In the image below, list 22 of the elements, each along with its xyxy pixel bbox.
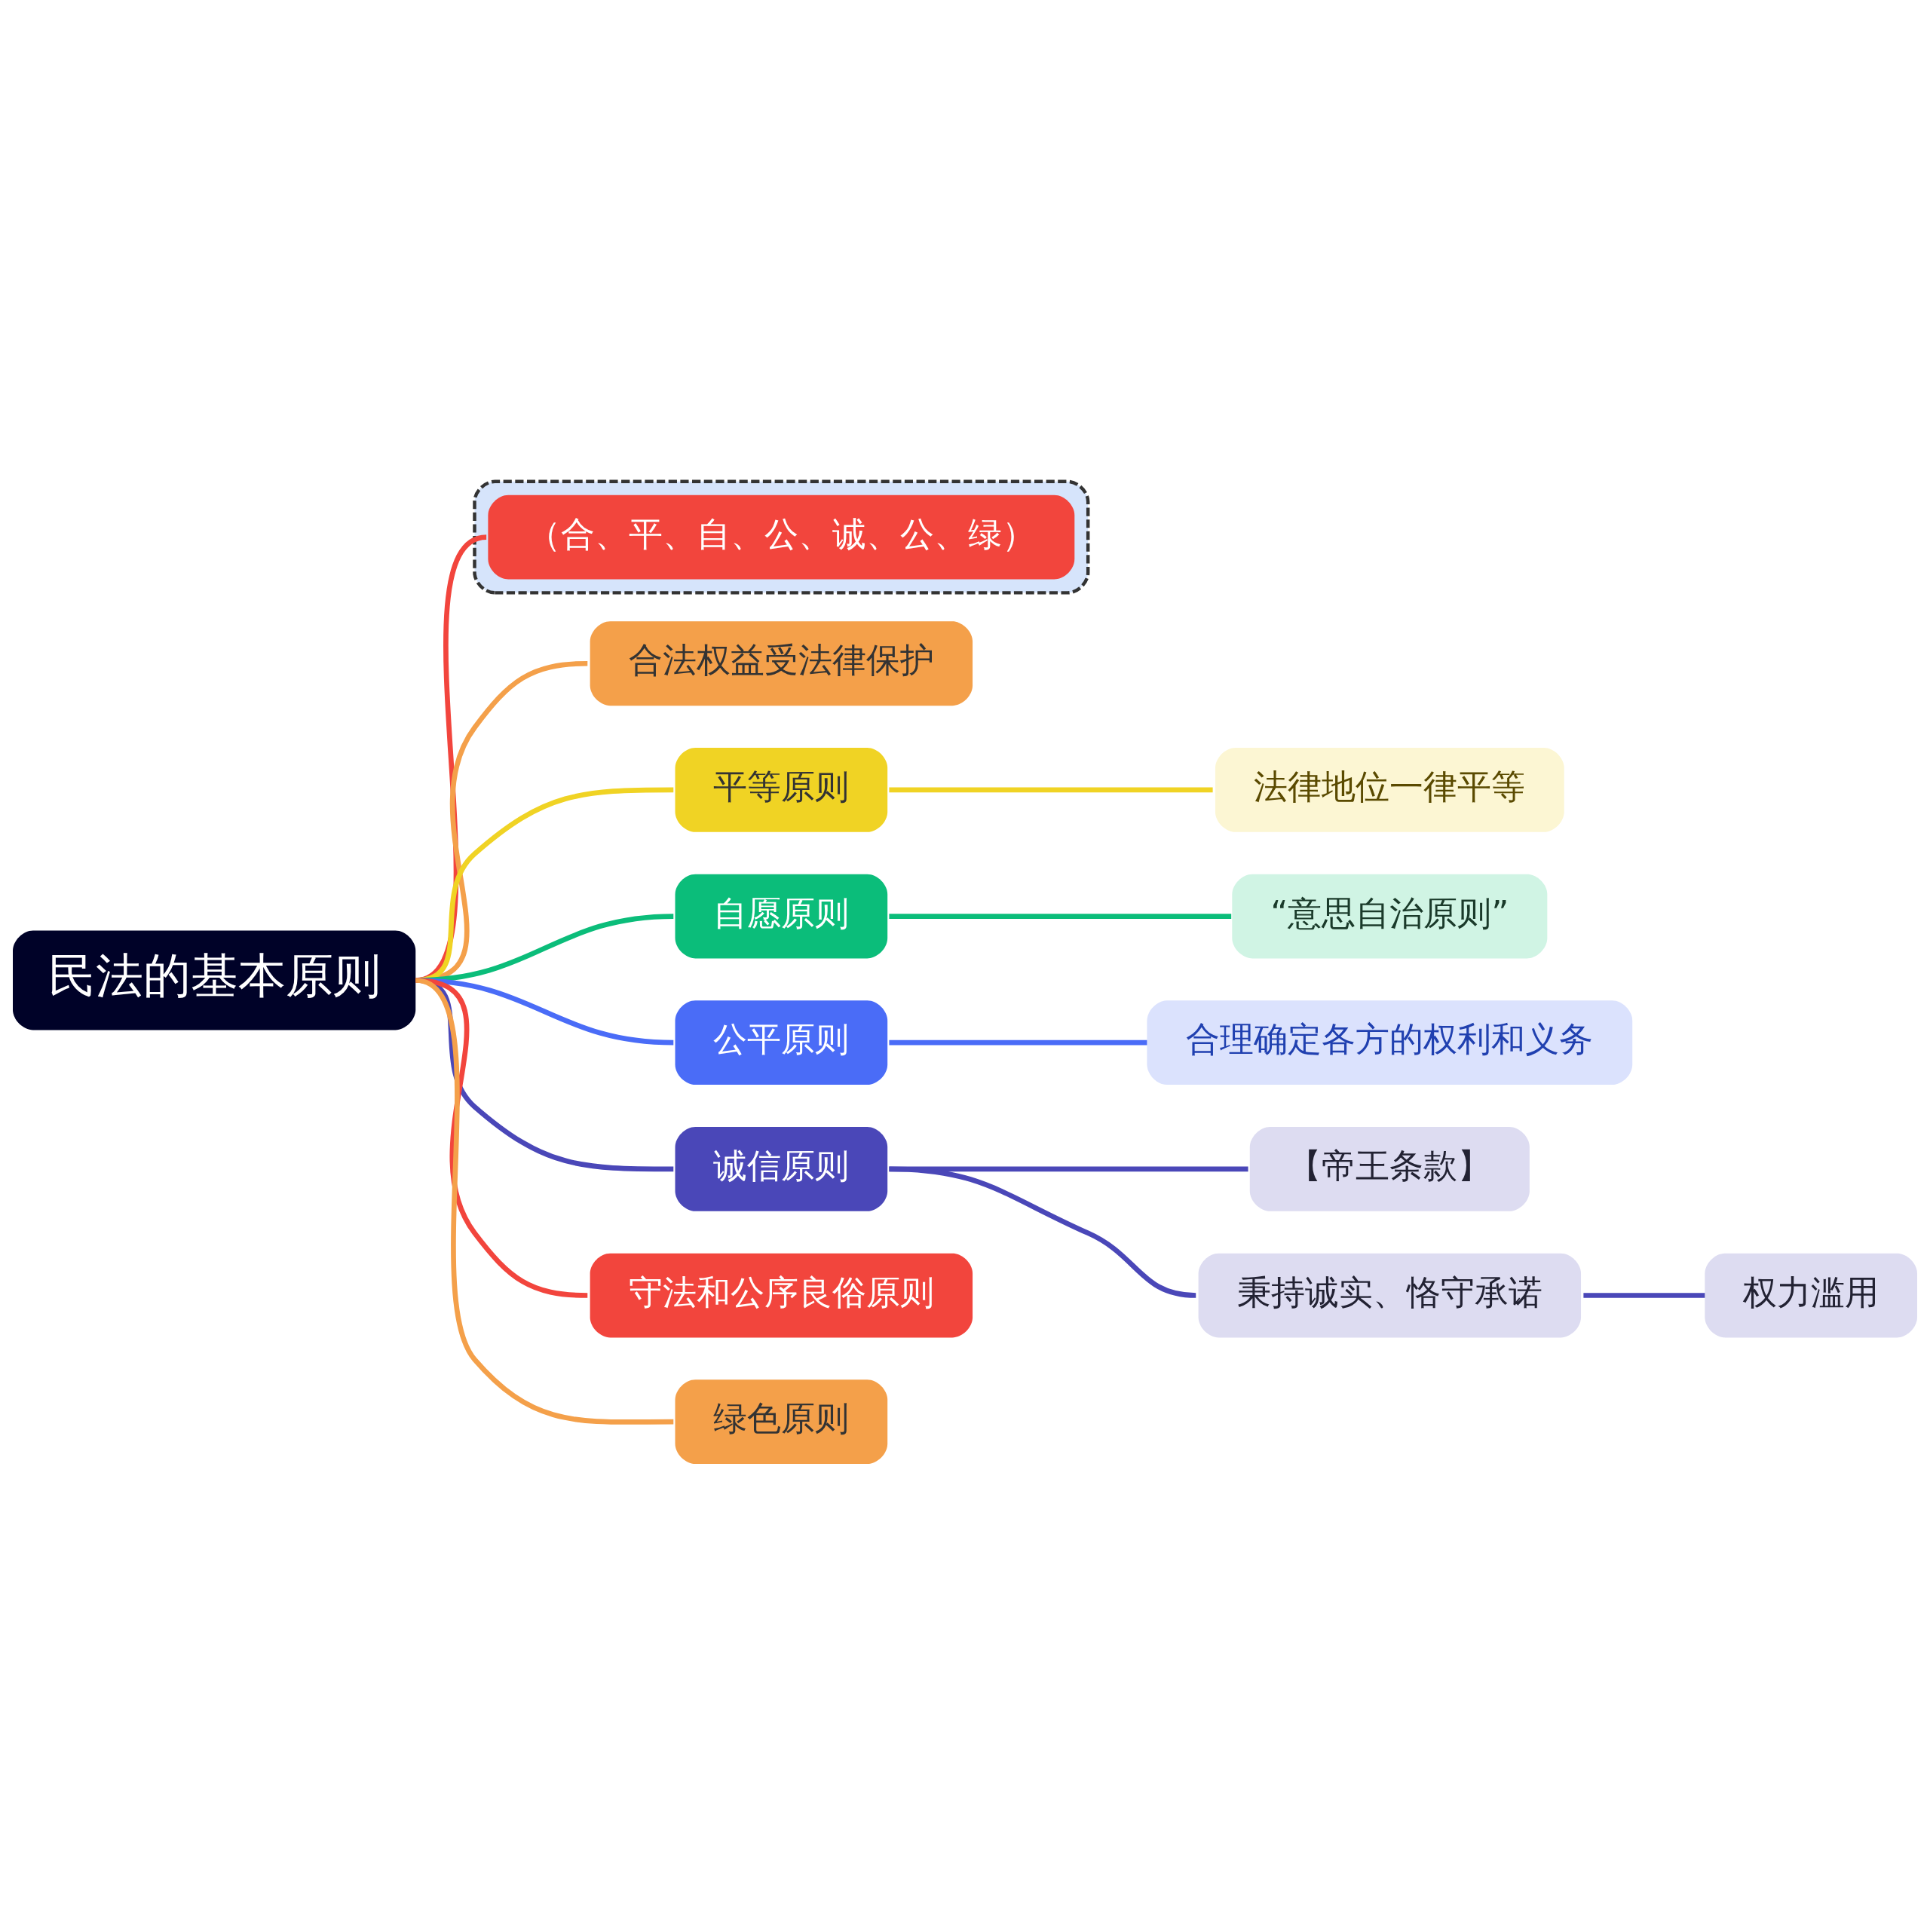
node-box: （合、平、自、公、诚、公、绿） <box>488 494 1075 580</box>
node-box: “意思自治原则” <box>1232 874 1548 959</box>
connector <box>889 787 1213 793</box>
node-box: 【帝王条款】 <box>1249 1127 1530 1211</box>
node-box: 守法和公序良俗原则 <box>590 1253 973 1338</box>
node-box: 绿色原则 <box>675 1379 888 1465</box>
node-box: 诚信原则 <box>675 1127 888 1211</box>
connector <box>889 1166 1196 1298</box>
node-box: 秉持诚实、恪守承诺 <box>1198 1253 1582 1338</box>
node-box: 平等原则 <box>675 748 888 832</box>
connector <box>1583 1293 1705 1298</box>
cluster <box>473 479 1090 595</box>
connector <box>415 978 674 1425</box>
connector <box>889 914 1232 919</box>
connector <box>889 1039 1147 1046</box>
node-box: 民法的基本原则 <box>13 930 416 1030</box>
node-box: 自愿原则 <box>675 874 888 959</box>
node-box: 合理确定各方的权利和义务 <box>1147 1000 1633 1085</box>
node-box: 权力滥用 <box>1705 1253 1917 1338</box>
node-box: 合法权益受法律保护 <box>590 621 973 706</box>
node-box: 法律地位一律平等 <box>1215 748 1564 832</box>
node-box: 公平原则 <box>675 1000 888 1085</box>
